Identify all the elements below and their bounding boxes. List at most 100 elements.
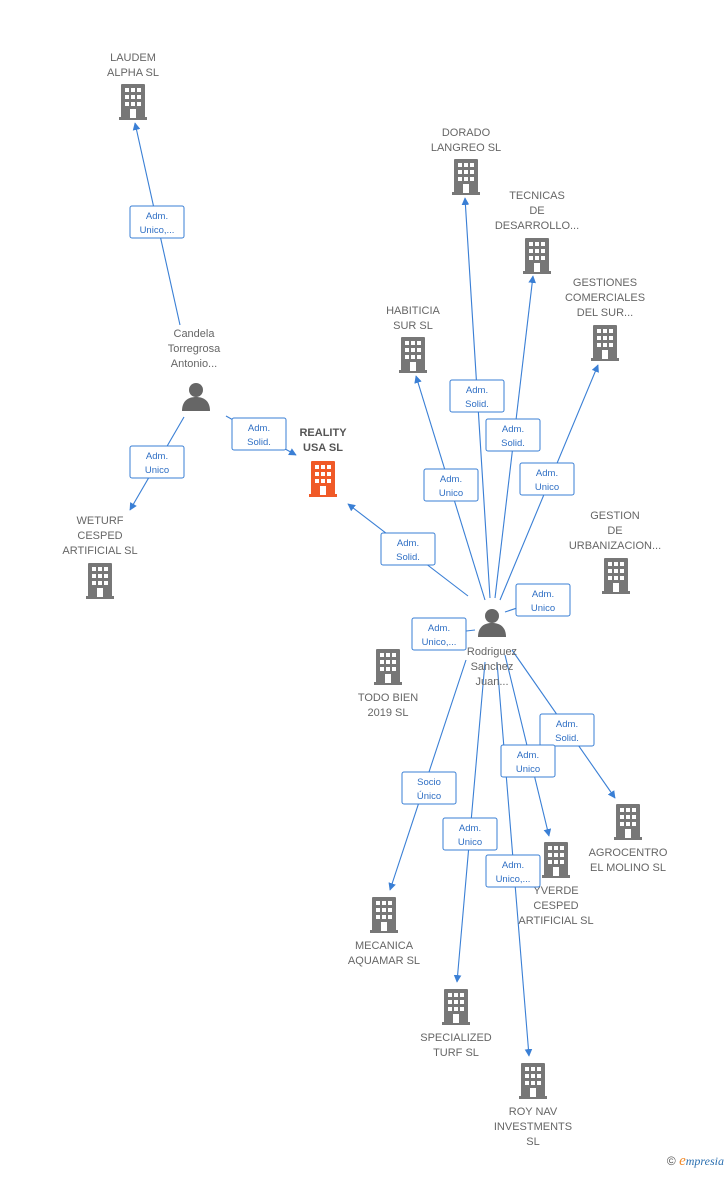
- node-yverde[interactable]: YVERDE CESPED ARTIFICIAL SL: [518, 842, 594, 927]
- edge-label-line: Solid.: [555, 733, 579, 744]
- edge-label-line: Adm.: [146, 211, 168, 222]
- node-label-line: SUR SL: [393, 320, 433, 332]
- node-label-line: MECANICA: [355, 940, 414, 952]
- edge-label-line: Unico,...: [496, 874, 531, 885]
- focus-company-icon: [309, 461, 337, 497]
- node-label-line: TODO BIEN: [358, 692, 418, 704]
- edge-label-rodriguez-to-tecnicas[interactable]: Adm.Solid.: [485, 418, 541, 452]
- node-label-line: WETURF: [76, 515, 123, 527]
- edge-label-line: Adm.: [502, 860, 524, 871]
- edge-label-line: Unico: [439, 488, 463, 499]
- company-icon: [442, 989, 470, 1025]
- edge-label-line: Solid.: [396, 552, 420, 563]
- node-todobien[interactable]: TODO BIEN 2019 SL: [358, 649, 418, 719]
- brand-name: mpresia: [685, 1154, 724, 1168]
- node-label-line: LAUDEM: [110, 52, 156, 64]
- edge-label-line: Adm.: [428, 623, 450, 634]
- company-icon: [523, 238, 551, 274]
- empresia-logo[interactable]: © empresia: [667, 1153, 724, 1170]
- node-label-line: Candela: [174, 328, 216, 340]
- company-icon: [86, 563, 114, 599]
- node-label-line: USA SL: [303, 442, 343, 454]
- edge-label-candela-to-reality[interactable]: Adm. Solid.: [231, 417, 287, 451]
- edge-label-rodriguez-to-agrocentro[interactable]: Adm.Solid.: [539, 713, 595, 747]
- edge-label-line: Unico: [535, 482, 559, 493]
- node-label-line: INVESTMENTS: [494, 1121, 572, 1133]
- edge-label-rodriguez-to-gestion_urb[interactable]: Adm.Unico: [515, 583, 571, 617]
- node-rodriguez[interactable]: RodriguezSanchezJuan...: [467, 609, 517, 688]
- edge-label-rodriguez-to-roynav[interactable]: Adm. Unico,...: [485, 854, 541, 888]
- node-label-line: TURF SL: [433, 1047, 479, 1059]
- edge-label-line: Adm.: [248, 423, 270, 434]
- company-icon: [370, 897, 398, 933]
- node-label-line: ARTIFICIAL SL: [62, 545, 137, 557]
- edge-label-line: Unico: [516, 764, 540, 775]
- edge-label-line: Unico: [531, 603, 555, 614]
- edge-label-rodriguez-to-reality[interactable]: Adm. Solid.: [380, 532, 436, 566]
- edge-label-rodriguez-to-specialized[interactable]: Adm.Unico: [442, 817, 498, 851]
- company-icon: [591, 325, 619, 361]
- company-icon: [602, 558, 630, 594]
- node-mecanica[interactable]: MECANICA AQUAMAR SL: [348, 897, 420, 967]
- node-specialized[interactable]: SPECIALIZED TURF SL: [420, 989, 492, 1059]
- node-label-line: DE: [607, 525, 622, 537]
- node-label-line: Antonio...: [171, 358, 217, 370]
- node-label-line: ARTIFICIAL SL: [518, 915, 593, 927]
- copyright-icon: ©: [666, 1154, 676, 1168]
- edge-label-candela-to-laudem[interactable]: Adm.Unico,...: [129, 205, 185, 239]
- node-gestion_urb[interactable]: GESTIONDEURBANIZACION...: [569, 510, 661, 594]
- node-label-line: LANGREO SL: [431, 142, 501, 154]
- edge-label-box: [485, 854, 541, 888]
- edge-label-rodriguez-to-todobien[interactable]: Adm. Unico,...: [411, 617, 467, 651]
- edge-label-rodriguez-to-yverde[interactable]: Adm.Unico: [500, 744, 556, 778]
- node-label-line: 2019 SL: [368, 707, 409, 719]
- node-label-line: SL: [526, 1136, 539, 1148]
- node-label-line: TECNICAS: [509, 190, 565, 202]
- node-label-line: DESARROLLO...: [495, 220, 579, 232]
- node-label-line: CESPED: [533, 900, 578, 912]
- edge-label-box: [485, 418, 541, 452]
- edge-label-rodriguez-to-habiticia[interactable]: Adm. Unico: [423, 468, 479, 502]
- node-label-line: URBANIZACION...: [569, 540, 661, 552]
- node-label-line: YVERDE: [533, 885, 578, 897]
- node-label-line: AQUAMAR SL: [348, 955, 420, 967]
- person-icon: [182, 383, 210, 411]
- node-label-line: Torregrosa: [168, 343, 221, 355]
- edge-label-box: [129, 205, 185, 239]
- node-candela[interactable]: CandelaTorregrosaAntonio...: [168, 328, 221, 411]
- edge-label-line: Único: [417, 791, 441, 802]
- edge-label-line: Adm.: [466, 385, 488, 396]
- edge-label-rodriguez-to-dorado[interactable]: Adm.Solid.: [449, 379, 505, 413]
- company-icon: [374, 649, 402, 685]
- edge-label-candela-to-weturf[interactable]: Adm.Unico: [129, 445, 185, 479]
- company-icon: [119, 84, 147, 120]
- node-tecnicas[interactable]: TECNICASDEDESARROLLO...: [495, 190, 579, 274]
- node-label-line: GESTIONES: [573, 277, 637, 289]
- edge-label-box: [129, 445, 185, 479]
- edge-label-box: [539, 713, 595, 747]
- edge-label-rodriguez-to-gestiones[interactable]: Adm. Unico: [519, 462, 575, 496]
- brand-initial: e: [679, 1153, 686, 1169]
- edge-label-box: [423, 468, 479, 502]
- node-label-line: AGROCENTRO: [589, 847, 668, 859]
- person-icon: [478, 609, 506, 637]
- company-icon: [519, 1063, 547, 1099]
- edge-label-line: Adm.: [397, 538, 419, 549]
- edge-label-line: Adm.: [440, 474, 462, 485]
- edge-label-line: Unico,...: [422, 637, 457, 648]
- edge-label-line: Adm.: [536, 468, 558, 479]
- edge-label-line: Solid.: [247, 437, 271, 448]
- node-label-line: SPECIALIZED: [420, 1032, 492, 1044]
- edge-label-box: [411, 617, 467, 651]
